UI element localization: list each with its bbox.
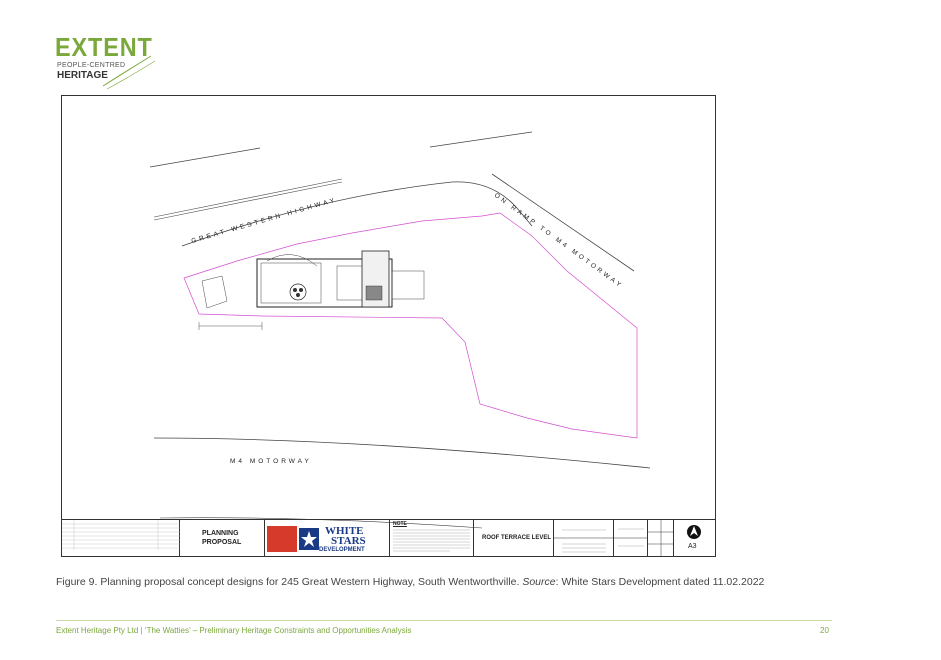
client-cell (614, 520, 648, 557)
site-plan-svg: GREAT WESTERN HIGHWAY ON RAMP TO M4 MOTO… (149, 131, 651, 529)
project-details-lines (554, 529, 614, 553)
site-plan-drawing: GREAT WESTERN HIGHWAY ON RAMP TO M4 MOTO… (61, 95, 716, 557)
figure-caption: Figure 9. Planning proposal concept desi… (56, 576, 764, 588)
on-ramp-label: ON RAMP TO M4 MOTORWAY (493, 192, 625, 290)
planning-proposal-cell: PLANNING PROPOSAL (180, 520, 265, 557)
caption-source-label: Source (522, 576, 556, 588)
extent-heritage-logo: EXTENT PEOPLE-CENTRED HERITAGE (55, 34, 165, 94)
drawing-title: ROOF TERRACE LEVEL (482, 535, 552, 541)
client-lines (614, 528, 648, 547)
white-stars-emblem-icon (267, 526, 319, 552)
revision-table-lines (62, 520, 180, 550)
logo-heritage: HERITAGE (57, 70, 108, 81)
sheet-size: A3 (688, 543, 697, 550)
logo-tagline: PEOPLE-CENTRED (57, 62, 126, 69)
great-western-highway-label: GREAT WESTERN HIGHWAY (191, 197, 338, 245)
proposal-label: PROPOSAL (202, 539, 242, 546)
brand-white: WHITE (325, 525, 364, 537)
note-text-lines (393, 529, 470, 552)
brand-stars: STARS (331, 535, 366, 547)
revision-table (62, 520, 180, 557)
footer-divider (56, 620, 832, 621)
brand-development: DEVELOPMENT (319, 547, 365, 553)
m4-motorway-label: M4 MOTORWAY (230, 458, 312, 465)
note-heading: NOTE (393, 521, 407, 527)
drawing-title-block: PLANNING PROPOSAL WHITE STARS DEVELOPMEN… (62, 519, 715, 557)
caption-source-text: : White Stars Development dated 11.02.20… (555, 576, 765, 588)
page-number: 20 (820, 626, 829, 635)
note-cell: NOTE (390, 520, 474, 557)
planning-label: PLANNING (202, 530, 239, 537)
drawing-title-cell: ROOF TERRACE LEVEL (474, 520, 554, 557)
north-arrow-icon (687, 525, 701, 539)
logo-wordmark: EXTENT (55, 32, 153, 62)
north-arrow-cell: A3 (674, 520, 715, 557)
logo-swoosh-icon (102, 55, 156, 90)
white-stars-logo-cell: WHITE STARS DEVELOPMENT (265, 520, 390, 557)
caption-text: Figure 9. Planning proposal concept desi… (56, 576, 523, 588)
project-details-cell (554, 520, 614, 557)
drawing-number-lines (648, 520, 674, 557)
drawing-number-cell (648, 520, 674, 557)
footer-document-title: Extent Heritage Pty Ltd | ‘The Watties’ … (56, 626, 412, 635)
